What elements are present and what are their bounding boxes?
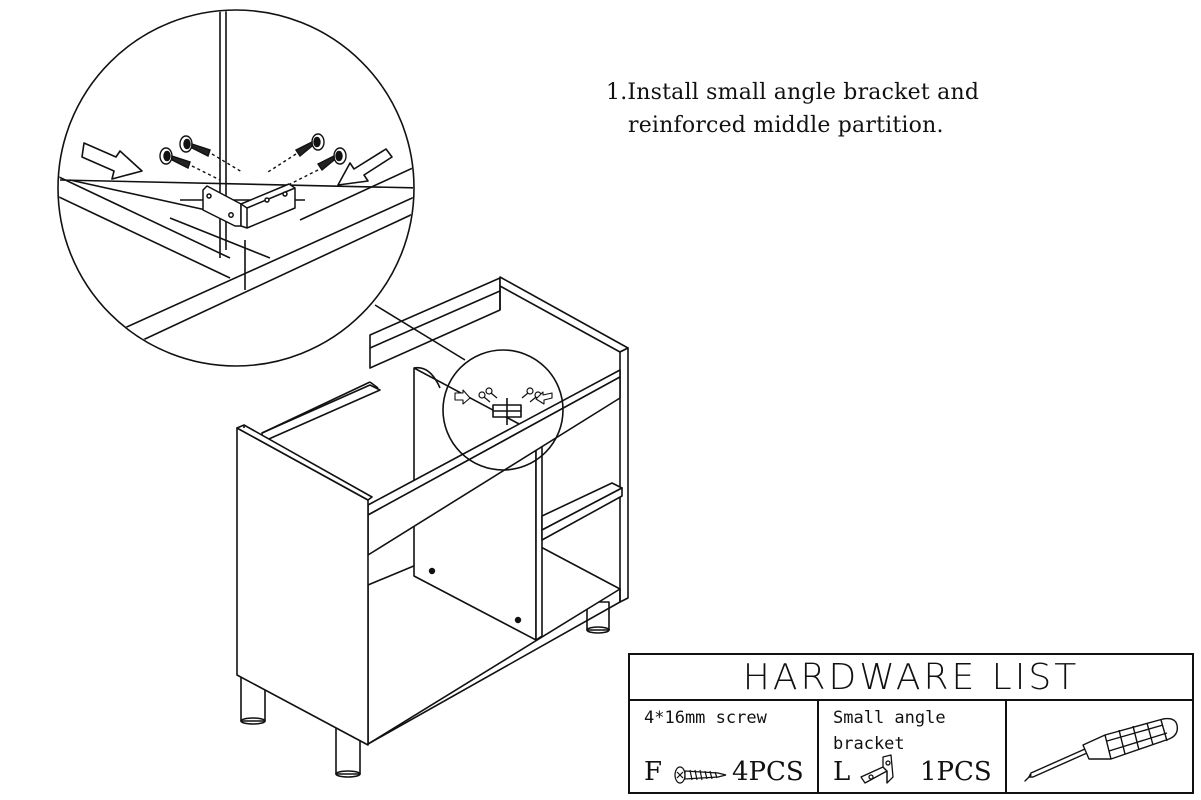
- callout-leader-line: [374, 304, 466, 361]
- hardware-item-qty: 4PCS: [732, 757, 804, 787]
- screwdriver-icon: [1024, 717, 1179, 782]
- screw-icon: [294, 133, 325, 158]
- hardware-list-table: HARDWARE LIST 4*16mm screw F 4PCS Small …: [628, 653, 1194, 794]
- hardware-tool-cell: [1007, 701, 1192, 794]
- hardware-item-code: F: [644, 757, 663, 787]
- arrow-left-icon: [337, 148, 393, 186]
- cabinet-drawing: [236, 276, 629, 778]
- instruction-line-2: reinforced middle partition.: [628, 113, 944, 138]
- screw-icon: [674, 766, 727, 784]
- hardware-item-qty: 1PCS: [920, 757, 992, 787]
- hardware-item-name: 4*16mm screw: [644, 708, 767, 728]
- angle-bracket-icon: [860, 754, 894, 784]
- detail-callout-circle-small: [442, 349, 564, 471]
- arrow-right-icon: [81, 142, 143, 180]
- screw-group-detail: [159, 133, 347, 185]
- detail-callout-circle-large: [57, 9, 415, 367]
- screw-icon: [179, 135, 211, 157]
- screw-icon: [159, 147, 191, 169]
- screw-icon: [316, 147, 347, 172]
- hardware-item-name: Small angle bracket: [833, 708, 946, 754]
- hardware-list-title: HARDWARE LIST: [630, 655, 1192, 701]
- instruction-line-1: 1.Install small angle bracket and: [606, 80, 980, 105]
- angle-bracket-detail: [202, 183, 296, 229]
- hardware-item-code: L: [833, 757, 851, 787]
- hardware-item-bracket: Small angle bracket L 1PCS: [819, 701, 1007, 794]
- instruction-text: 1.Install small angle bracket and reinfo…: [606, 76, 979, 142]
- hardware-item-screw: 4*16mm screw F 4PCS: [630, 701, 819, 794]
- direction-arrows: [81, 142, 393, 186]
